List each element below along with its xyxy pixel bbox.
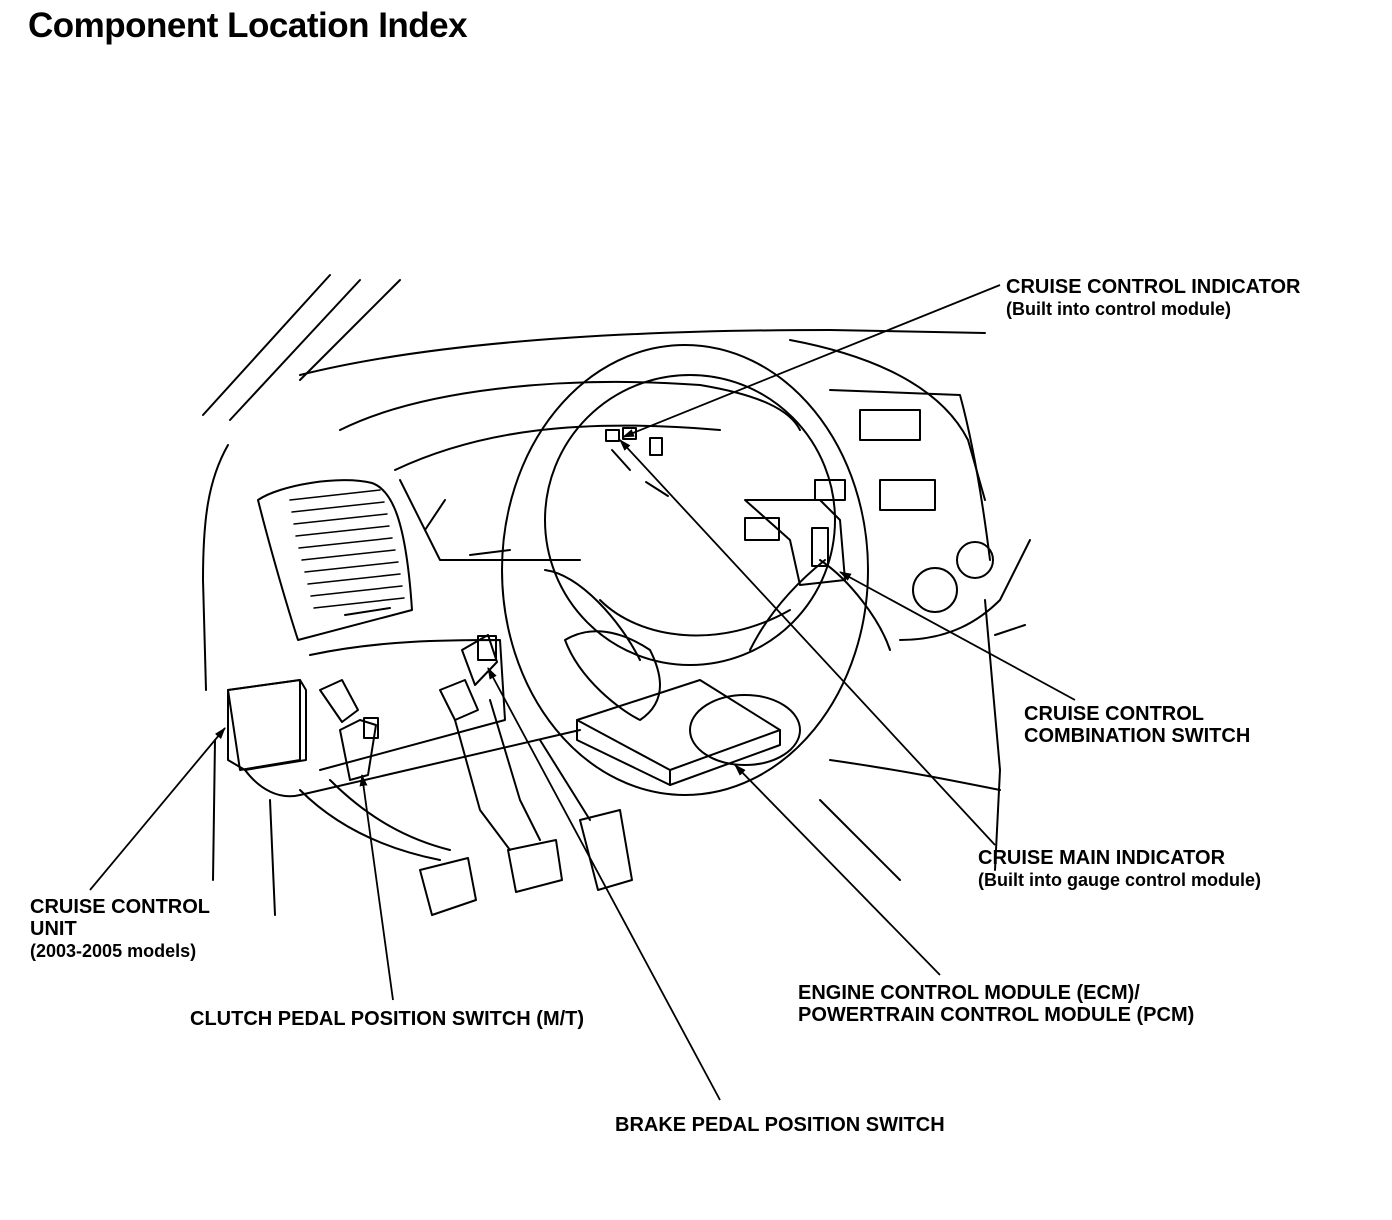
callout-cruise-control-unit: CRUISE CONTROL UNIT (2003-2005 models) — [30, 896, 210, 962]
ecm-box — [576, 679, 781, 786]
vent-knob — [344, 607, 391, 616]
leader-cruise-main-indicator — [619, 439, 996, 846]
lower-dash — [244, 729, 581, 798]
left-air-vent — [257, 479, 413, 641]
brake-pedal-arm — [489, 699, 541, 841]
indicator-square — [605, 429, 620, 442]
dashboard-top — [299, 329, 986, 376]
callout-name: BRAKE PEDAL POSITION SWITCH — [615, 1114, 945, 1136]
accelerator-pedal-pad — [579, 809, 633, 891]
clutch-switch — [339, 719, 377, 781]
leader-clutch-pedal-position-switch — [359, 774, 394, 1001]
callout-line: ENGINE CONTROL MODULE (ECM)/ — [798, 982, 1140, 1004]
callout-name: CLUTCH PEDAL POSITION SWITCH (M/T) — [190, 1008, 585, 1030]
floor-line — [819, 799, 901, 881]
callout-name: CRUISE MAIN INDICATOR — [978, 847, 1226, 869]
a-pillar-line — [299, 279, 401, 381]
callout-brake-pedal-position-switch: BRAKE PEDAL POSITION SWITCH — [615, 1114, 945, 1136]
callout-line: POWERTRAIN CONTROL MODULE (PCM) — [798, 1004, 1195, 1026]
gauge-hood-lower — [394, 424, 721, 471]
console-display — [879, 479, 936, 511]
callout-name: CRUISE CONTROL INDICATOR — [1006, 276, 1301, 298]
callout-line: COMBINATION SWITCH — [1024, 725, 1251, 747]
brake-switch — [461, 634, 498, 686]
brake-switch-top — [477, 635, 497, 661]
clutch-switch-bracket — [319, 679, 359, 723]
cruise-control-unit-box — [227, 679, 307, 771]
accelerator-pedal-arm — [539, 739, 591, 821]
knee-panel — [227, 679, 301, 771]
clutch-pedal-arm — [329, 779, 451, 851]
column-shroud — [819, 559, 891, 651]
steering-spoke-left — [544, 569, 641, 661]
gauge-hood — [339, 381, 801, 431]
leader-cruise-control-indicator — [622, 284, 1001, 438]
clutch-switch-top — [363, 717, 379, 739]
callout-line: CRUISE CONTROL — [30, 896, 210, 918]
steering-wheel-outer — [501, 344, 869, 796]
combination-switch-button — [744, 517, 780, 541]
center-stack-lower — [994, 624, 1026, 636]
callout-clutch-pedal-position-switch: CLUTCH PEDAL POSITION SWITCH (M/T) — [190, 1008, 584, 1030]
steering-spoke-right — [749, 559, 826, 651]
clutch-pedal-arm — [299, 789, 441, 861]
console-slot — [814, 479, 846, 501]
callout-cruise-main-indicator: CRUISE MAIN INDICATOR (Built into gauge … — [978, 847, 1261, 891]
brake-pedal-pad — [507, 839, 563, 893]
callout-note: (Built into control module) — [1006, 299, 1231, 319]
airbag-lower — [689, 694, 801, 766]
vent-louvers — [289, 489, 405, 609]
indicator-bar — [611, 449, 631, 471]
console-display — [859, 409, 921, 441]
callout-line: CRUISE CONTROL — [1024, 703, 1204, 725]
left-door-edge — [212, 739, 216, 881]
callout-cruise-control-indicator: CRUISE CONTROL INDICATOR (Built into con… — [1006, 276, 1300, 320]
leader-ecm-pcm — [734, 764, 941, 976]
clutch-pedal-pad — [419, 857, 477, 916]
center-console — [829, 389, 991, 561]
horn-pad — [564, 630, 661, 721]
center-stack — [899, 539, 1031, 641]
brake-switch-bracket — [439, 679, 479, 721]
center-stack-side — [984, 599, 1001, 871]
dashboard-top-right — [789, 339, 986, 501]
console-knob — [956, 541, 994, 579]
steering-column — [469, 549, 511, 556]
callout-line: UNIT — [30, 918, 77, 940]
a-pillar-line — [229, 279, 361, 421]
left-side-panel — [202, 444, 229, 691]
callout-cruise-control-combination-switch: CRUISE CONTROL COMBINATION SWITCH — [1024, 703, 1250, 747]
combination-switch-button — [811, 527, 829, 567]
page-title: Component Location Index — [28, 6, 468, 45]
gauge-bezel — [399, 479, 581, 561]
ecm-box-edge — [576, 719, 781, 771]
callout-ecm-pcm: ENGINE CONTROL MODULE (ECM)/ POWERTRAIN … — [798, 982, 1194, 1026]
left-lower-edge — [269, 799, 276, 916]
leader-cruise-control-unit — [89, 727, 226, 891]
combination-switch-housing — [744, 499, 846, 586]
leader-cruise-control-combination-switch — [839, 571, 1076, 701]
leader-brake-pedal-position-switch — [487, 667, 721, 1101]
lower-dash-panel — [309, 639, 506, 771]
floor-line — [829, 759, 1001, 791]
callout-note: (Built into gauge control module) — [978, 870, 1261, 890]
a-pillar-line — [202, 274, 331, 416]
indicator-bar — [645, 481, 669, 497]
callout-note: (2003-2005 models) — [30, 941, 197, 961]
indicator-square — [649, 437, 663, 456]
steering-wheel-inner — [544, 374, 836, 666]
console-knob — [912, 567, 958, 613]
brake-pedal-arm — [454, 719, 511, 851]
steering-hub — [599, 599, 791, 637]
gauge-needle — [424, 499, 446, 531]
